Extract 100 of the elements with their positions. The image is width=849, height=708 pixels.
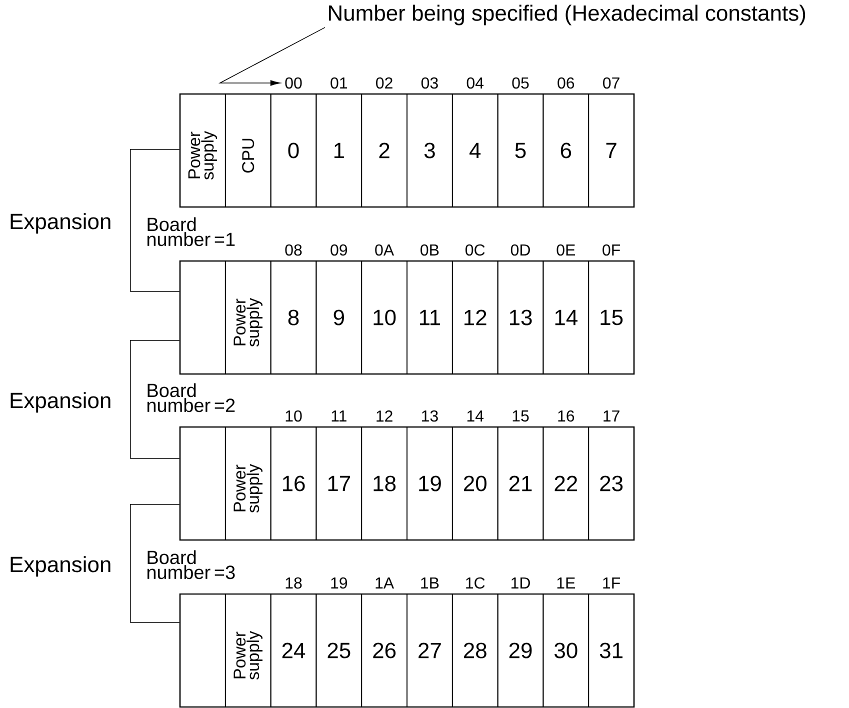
board-number-label: Board number =3 [147, 550, 235, 580]
module-slot [497, 594, 544, 708]
module-slot [270, 426, 317, 540]
module-slot [361, 260, 408, 374]
module-slot [542, 426, 590, 540]
module-slot [542, 594, 590, 708]
module-slot [270, 260, 317, 374]
module-slot [452, 426, 498, 540]
slot-number: 11 [420, 310, 440, 326]
module-slot [452, 260, 498, 374]
hex-address: 09 [330, 244, 348, 256]
module-slot [361, 94, 408, 208]
slot-number: 31 [600, 642, 622, 658]
module-slot [452, 94, 498, 208]
hex-address: 15 [512, 410, 529, 422]
slot-number: 14 [555, 310, 578, 326]
slot-number: 20 [464, 476, 486, 492]
board-number-label: Board number =1 [147, 217, 235, 246]
leader-line [218, 27, 326, 86]
edge-label: Expansion [10, 213, 110, 234]
module-slot [406, 426, 453, 540]
module-slot [316, 94, 362, 208]
hex-address: 17 [604, 410, 620, 422]
slot-number: 17 [328, 476, 350, 492]
module-slot [316, 594, 362, 708]
module-slot [497, 260, 544, 374]
module-slot [588, 594, 634, 708]
slot-number: 13 [510, 310, 532, 326]
board-number-label: Board number =2 [147, 383, 235, 412]
slot-number: 8 [288, 310, 299, 326]
hex-address: 0F [602, 244, 620, 256]
module-slot [270, 94, 317, 208]
module-slot [224, 594, 272, 708]
expansion-cable [130, 504, 180, 623]
hex-address: 07 [603, 77, 620, 89]
slot-number: 28 [464, 642, 486, 658]
slot-number: 22 [554, 476, 578, 492]
slot-number: 15 [600, 310, 623, 326]
hex-address: 08 [285, 244, 302, 256]
slot-number: 4 [470, 142, 481, 158]
module-slot [497, 94, 544, 208]
module-slot [361, 426, 408, 540]
hex-address: 1C [466, 577, 485, 589]
slot-text: Power supply [234, 298, 262, 347]
module-slot [224, 426, 272, 540]
hex-address: 1B [421, 578, 439, 588]
expansion-cable [130, 148, 180, 292]
hex-address: 0E [556, 244, 575, 256]
module-slot [224, 260, 272, 374]
module-slot [588, 260, 634, 374]
hex-address: 06 [558, 77, 574, 89]
slot-number: 10 [374, 310, 396, 326]
slot-number: 9 [334, 310, 344, 326]
slot-number: 29 [509, 642, 532, 658]
hex-address: 03 [421, 77, 438, 89]
hex-address: 13 [422, 410, 438, 422]
module-slot [361, 594, 408, 708]
slot-number: 3 [424, 142, 435, 158]
slot-number: 26 [373, 642, 396, 658]
slot-number: 25 [328, 642, 350, 658]
hex-address: 12 [376, 410, 392, 422]
hex-address: 16 [558, 410, 574, 422]
hex-address: 19 [331, 577, 348, 589]
module-slot [406, 594, 453, 708]
expansion-cable [130, 340, 180, 459]
hex-address: 10 [286, 410, 302, 422]
hex-address: 05 [512, 77, 529, 89]
module-slot [316, 426, 362, 540]
hex-address: 11 [332, 410, 346, 422]
module-slot [180, 594, 226, 708]
hex-address: 04 [466, 77, 484, 89]
slot-number: 21 [509, 476, 532, 492]
slot-text: Power supply [188, 130, 218, 180]
slot-number: 7 [606, 142, 616, 158]
hex-address: 1F [603, 578, 620, 588]
module-slot [588, 94, 634, 208]
slot-text: Power supply [234, 630, 262, 680]
module-slot [542, 94, 590, 208]
hex-address: 00 [285, 77, 302, 89]
slot-number: 24 [282, 642, 306, 658]
slot-number: 23 [600, 476, 623, 492]
module-slot [180, 94, 226, 208]
hex-address: 14 [467, 410, 484, 422]
slot-number: 1 [334, 142, 344, 158]
hex-address: 01 [330, 77, 347, 89]
slot-number: 19 [419, 476, 441, 492]
hex-address: 0D [510, 244, 530, 256]
module-slot [497, 426, 544, 540]
slot-number: 2 [379, 142, 390, 158]
module-slot [406, 260, 453, 374]
module-slot [588, 426, 634, 540]
slot-number: 30 [554, 642, 578, 658]
hex-address: 18 [286, 577, 302, 589]
slot-number: 6 [560, 142, 572, 158]
slot-number: 5 [515, 142, 526, 158]
callout-text: Number being specified (Hexadecimal constants) [329, 4, 806, 26]
edge-label: Expansion [10, 556, 110, 577]
slot-text: Power supply [234, 464, 262, 513]
module-slot [180, 260, 226, 374]
hex-address: 0A [375, 244, 394, 256]
